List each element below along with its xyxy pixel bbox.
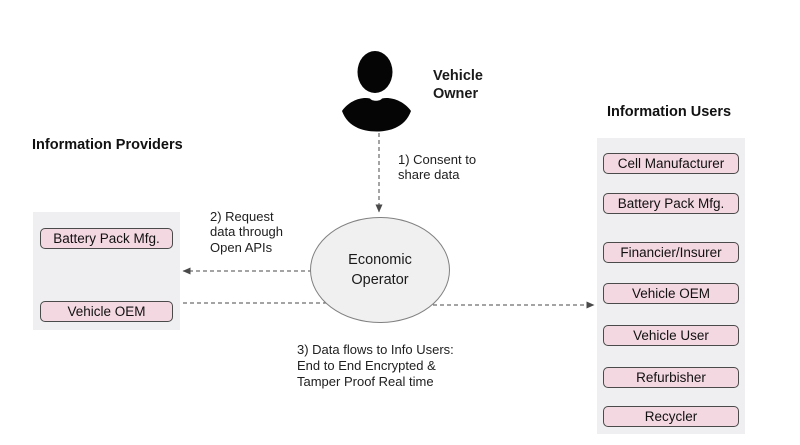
user-node-financier-insurer: Financier/Insurer [603,242,739,263]
information-providers-heading: Information Providers [32,137,183,153]
person-icon [342,51,411,132]
provider-node-vehicle-oem: Vehicle OEM [40,301,173,322]
user-node-cell-manufacturer: Cell Manufacturer [603,153,739,174]
step1-consent-annotation: 1) Consent to share data [398,152,477,183]
step3-flow-annotation: 3) Data flows to Info Users: End to End … [297,342,454,389]
economic-operator-node: Economic Operator [310,217,450,323]
user-node-refurbisher: Refurbisher [603,367,739,388]
information-users-heading: Information Users [607,104,732,120]
user-node-vehicle-oem: Vehicle OEM [603,283,739,304]
user-node-battery-pack-mfg: Battery Pack Mfg. [603,193,739,214]
information-users-panel: Cell Manufacturer Battery Pack Mfg. Fina… [597,138,745,434]
user-node-recycler: Recycler [603,406,739,427]
vehicle-owner-label: Vehicle Owner [433,68,483,103]
step2-request-annotation: 2) Request data through Open APIs [210,209,284,255]
economic-operator-label: Economic Operator [348,251,412,288]
provider-node-battery-pack-mfg: Battery Pack Mfg. [40,228,173,249]
user-node-vehicle-user: Vehicle User [603,325,739,346]
information-providers-panel: Battery Pack Mfg. Vehicle OEM [33,212,180,330]
